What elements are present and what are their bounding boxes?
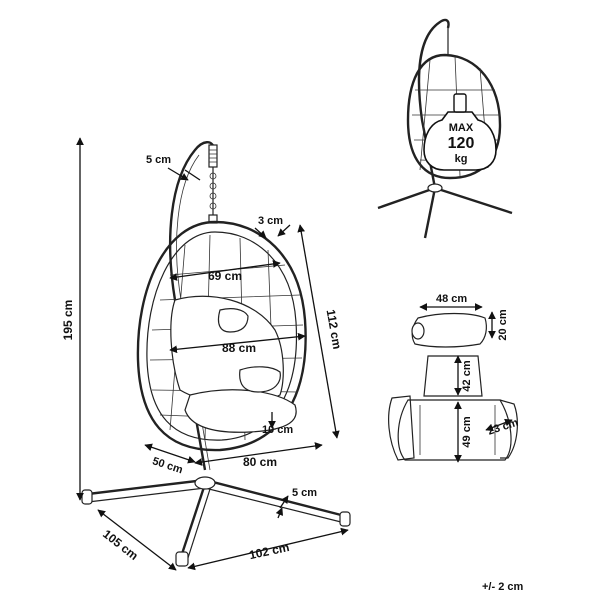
dim-hook-gap: 5 cm	[146, 154, 171, 166]
cushion-set-detail	[388, 355, 518, 463]
dim-seat-cushion-height: 49 cm	[461, 416, 473, 447]
pillow-detail	[411, 303, 496, 348]
dim-basket-base: 80 cm	[243, 455, 277, 469]
dim-base-depth: 105 cm	[100, 527, 141, 563]
dim-cushion-thickness: 10 cm	[262, 424, 293, 436]
main-chair-drawing	[81, 141, 351, 567]
dim-pillow-height: 20 cm	[497, 309, 509, 340]
dim-basket-height: 112 cm	[324, 308, 345, 350]
dim-pillow-width: 48 cm	[436, 293, 467, 305]
tolerance-note: +/- 2 cm	[482, 581, 523, 593]
dim-basket-depth: 50 cm	[151, 455, 185, 476]
hanging-spring-chain	[208, 144, 218, 224]
egg-basket	[136, 220, 307, 452]
dim-total-height: 195 cm	[61, 300, 75, 341]
max-unit: kg	[455, 153, 468, 165]
dim-basket-width: 88 cm	[222, 341, 256, 355]
dimension-lines	[76, 137, 349, 571]
dim-leg-height: 5 cm	[292, 487, 317, 499]
weight-icon	[423, 111, 497, 171]
dim-base-width: 102 cm	[248, 540, 291, 562]
dim-back-cushion-height: 42 cm	[461, 360, 473, 391]
max-load-chair: MAX 120 kg	[377, 18, 513, 239]
max-value: 120	[448, 135, 475, 152]
dim-inner-width: 69 cm	[208, 269, 242, 283]
max-label: MAX	[449, 122, 474, 134]
dim-rim-thickness: 3 cm	[258, 215, 283, 227]
